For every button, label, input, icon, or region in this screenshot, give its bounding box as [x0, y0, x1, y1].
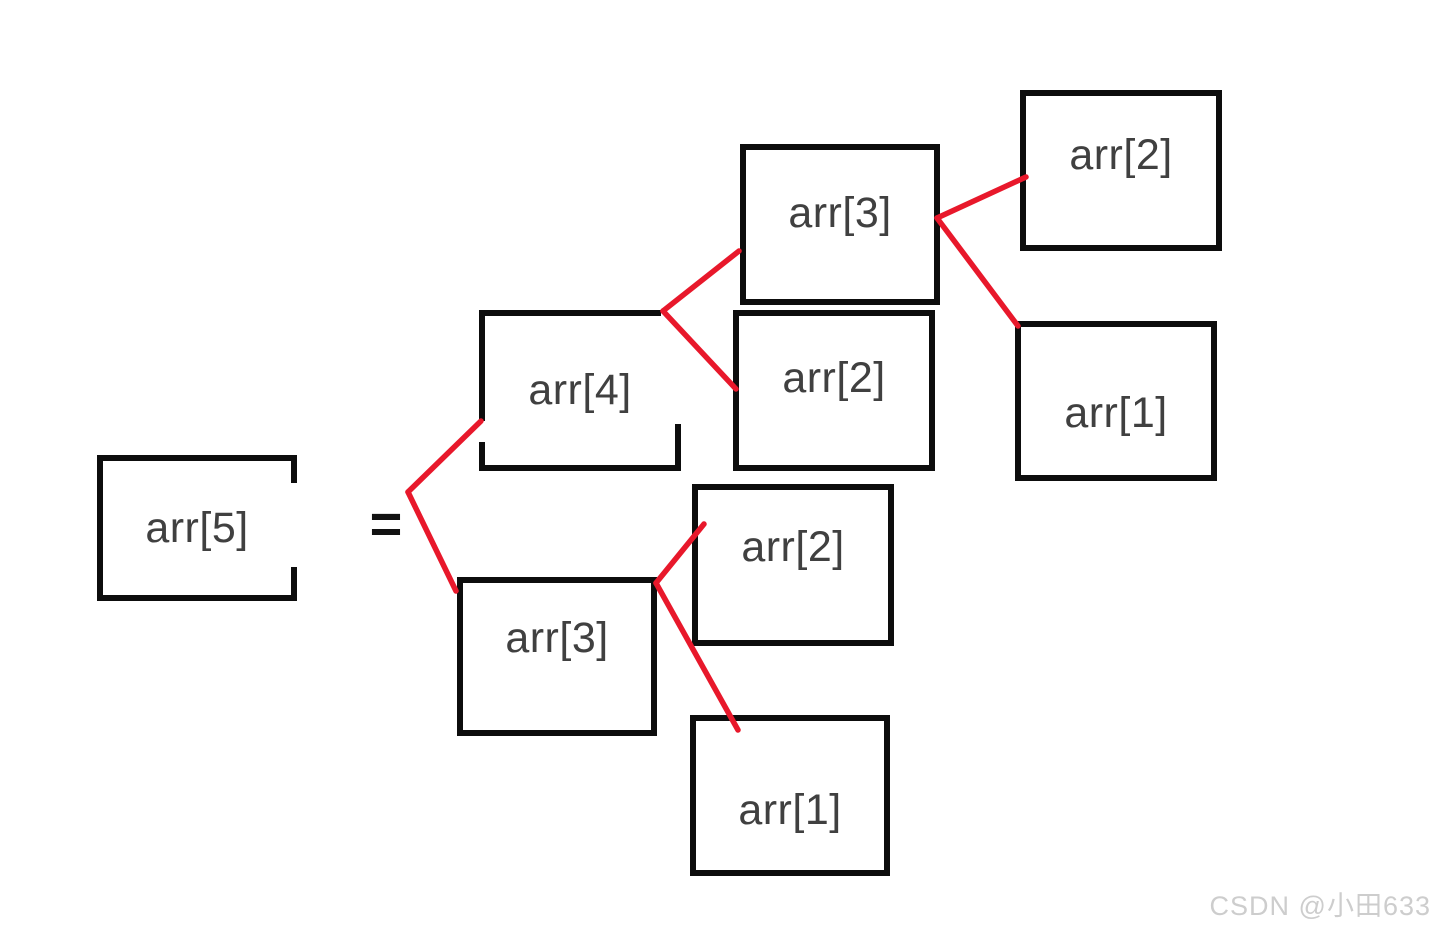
node-arr3-top-box: arr[3] — [740, 144, 940, 305]
connector-arr4-arr3-top — [660, 248, 742, 314]
node-arr2-mid-label: arr[2] — [782, 354, 886, 402]
node-arr1-bottom-label: arr[1] — [738, 786, 842, 834]
node-arr2-top-right-label: arr[2] — [1069, 131, 1173, 179]
node-arr2-mid-box: arr[2] — [733, 310, 935, 471]
node-arr5-label: arr[5] — [145, 503, 249, 552]
connector-arr3-top-arr2-top-right — [934, 174, 1029, 221]
border-gap — [290, 483, 299, 567]
equals-sign: = — [369, 492, 403, 555]
connector-arr5-arr4 — [405, 418, 484, 495]
node-arr5-box: arr[5] — [97, 455, 297, 601]
node-arr4-label: arr[4] — [528, 366, 632, 414]
node-arr3-bottom-box: arr[3] — [457, 577, 657, 736]
connector-arr3-top-arr1-right — [934, 215, 1021, 329]
node-arr3-top-label: arr[3] — [788, 189, 892, 237]
watermark-text: CSDN @小田633 — [1209, 891, 1431, 921]
border-gap — [674, 314, 683, 424]
node-arr1-right-label: arr[1] — [1064, 388, 1168, 437]
node-arr4-box: arr[4] — [479, 310, 681, 471]
border-gap — [478, 421, 487, 442]
node-arr2-top-right-box: arr[2] — [1020, 90, 1222, 251]
node-arr1-right-box: arr[1] — [1015, 321, 1217, 481]
connector-arr5-arr3-bottom — [405, 489, 459, 594]
node-arr2-bottom-label: arr[2] — [741, 522, 845, 571]
node-arr2-bottom-box: arr[2] — [692, 484, 894, 646]
node-arr1-bottom-box: arr[1] — [690, 715, 890, 876]
node-arr3-bottom-label: arr[3] — [505, 614, 609, 662]
